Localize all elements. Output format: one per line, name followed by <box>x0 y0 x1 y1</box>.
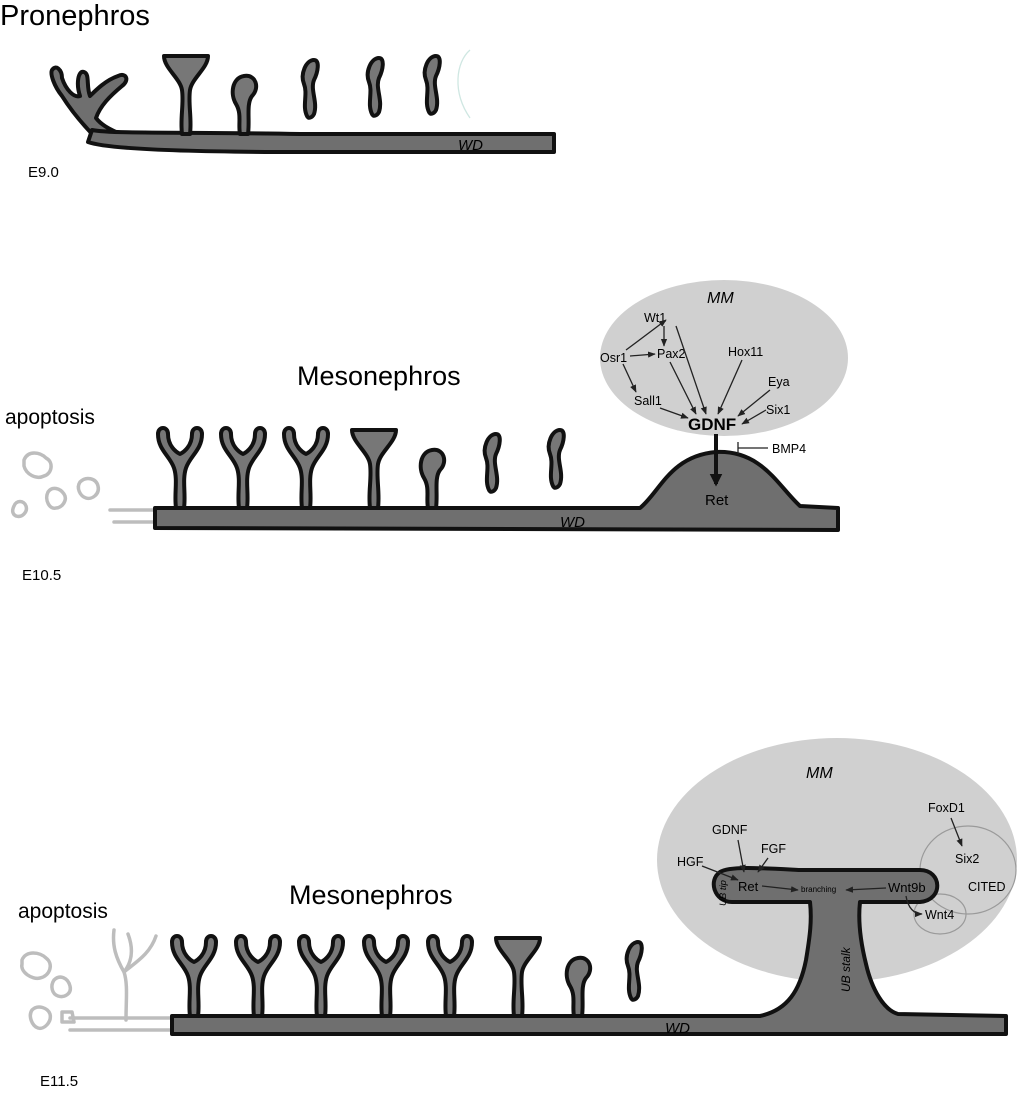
pronephros-tubule-cup <box>162 54 210 136</box>
pronephros-tubule-s2 <box>365 56 385 118</box>
gene-six1: Six1 <box>766 403 790 417</box>
meso-e10-tubule-s1 <box>482 432 502 494</box>
meso-e11-tubule-y3 <box>297 934 345 1018</box>
meso-e11-tubule-y5 <box>426 934 474 1018</box>
gene-six2: Six2 <box>955 852 979 866</box>
gene-network-arrows-e10 <box>622 319 771 487</box>
pronephros-wolffian-duct <box>86 128 556 154</box>
wolffian-duct-e10 <box>153 449 840 532</box>
meso-e11-tubule-y4 <box>362 934 410 1018</box>
wd-label-e10: WD <box>560 514 585 531</box>
mm-region-e11 <box>657 738 1017 982</box>
meso-e10-tubule-y3 <box>282 426 330 510</box>
mesonephros-e11-title: Mesonephros <box>289 880 453 910</box>
meso-e10-tubule-y1 <box>156 426 204 510</box>
apoptosis-e11-label: apoptosis <box>18 900 108 923</box>
ureteric-bud-and-duct-e11 <box>170 866 1008 1036</box>
mm-label-e10: MM <box>707 290 734 307</box>
gene-hox11: Hox11 <box>728 345 763 359</box>
wnt4-circle <box>913 893 967 935</box>
mm-label-e11: MM <box>806 765 833 782</box>
wd-label-e11: WD <box>665 1020 690 1037</box>
pronephros-duct-label: WD <box>458 137 483 154</box>
faint-outline <box>457 49 471 119</box>
mesonephros-e11-panel: Mesonephros apoptosis E11.5 MM WD FoxD <box>18 738 1017 1090</box>
gene-gdnf: GDNF <box>688 415 736 434</box>
meso-e11-tubule-y1 <box>170 934 218 1018</box>
gene-wnt9b: Wnt9b <box>888 880 926 895</box>
gene-eya: Eya <box>768 375 790 389</box>
gene-ret-e11: Ret <box>738 879 759 894</box>
label-ub-stalk: UB stalk <box>839 946 853 992</box>
gene-pax2: Pax2 <box>657 347 686 361</box>
meso-e11-tubule-cup <box>494 936 542 1018</box>
stage-label-e10: E10.5 <box>22 567 61 584</box>
mesonephros-e10-title: Mesonephros <box>297 361 461 391</box>
stage-label-e11: E11.5 <box>40 1073 78 1090</box>
mm-region-e10 <box>600 280 848 436</box>
apoptotic-fragments-e11 <box>20 928 174 1032</box>
meso-e10-tubule-cup <box>350 428 398 510</box>
meso-e10-tubule-y2 <box>219 426 267 510</box>
pronephros-branched-tubule <box>49 65 129 142</box>
gene-foxd1: FoxD1 <box>928 801 965 815</box>
apoptosis-e10-label: apoptosis <box>5 406 95 429</box>
gene-osr1: Osr1 <box>600 351 627 365</box>
meso-e11-tubule-y2 <box>234 934 282 1018</box>
pronephros-panel: Pronephros E9.0 WD <box>0 0 556 181</box>
apoptotic-fragments-e10 <box>10 451 162 524</box>
meso-e10-tubule-knob <box>418 447 447 510</box>
meso-e11-tubule-s1 <box>624 940 644 1002</box>
meso-e11-tubule-knob <box>564 955 593 1018</box>
pronephros-tubule-s3 <box>422 54 442 116</box>
gene-hgf: HGF <box>677 855 704 869</box>
gene-ret-e10: Ret <box>705 492 729 509</box>
gene-cited: CITED <box>968 880 1006 894</box>
gene-wnt4: Wnt4 <box>925 908 954 922</box>
pronephros-tubule-knob <box>230 73 259 136</box>
gene-bmp4: BMP4 <box>772 442 806 456</box>
mesonephros-e10-panel: Mesonephros apoptosis E10.5 MM WD Wt1 Os… <box>5 280 848 584</box>
gene-gdnf-e11: GDNF <box>712 823 748 837</box>
gene-fgf: FGF <box>761 842 786 856</box>
label-branching: branching <box>801 885 836 894</box>
meso-e10-tubule-s2 <box>546 428 566 490</box>
pronephros-title: Pronephros <box>0 0 150 32</box>
gene-network-arrows-e11 <box>701 817 963 918</box>
label-ub-tip: UB tip <box>718 880 729 906</box>
gene-sall1: Sall1 <box>634 394 662 408</box>
pronephros-tubule-s1 <box>300 58 320 120</box>
stage-label-e9: E9.0 <box>28 164 59 181</box>
